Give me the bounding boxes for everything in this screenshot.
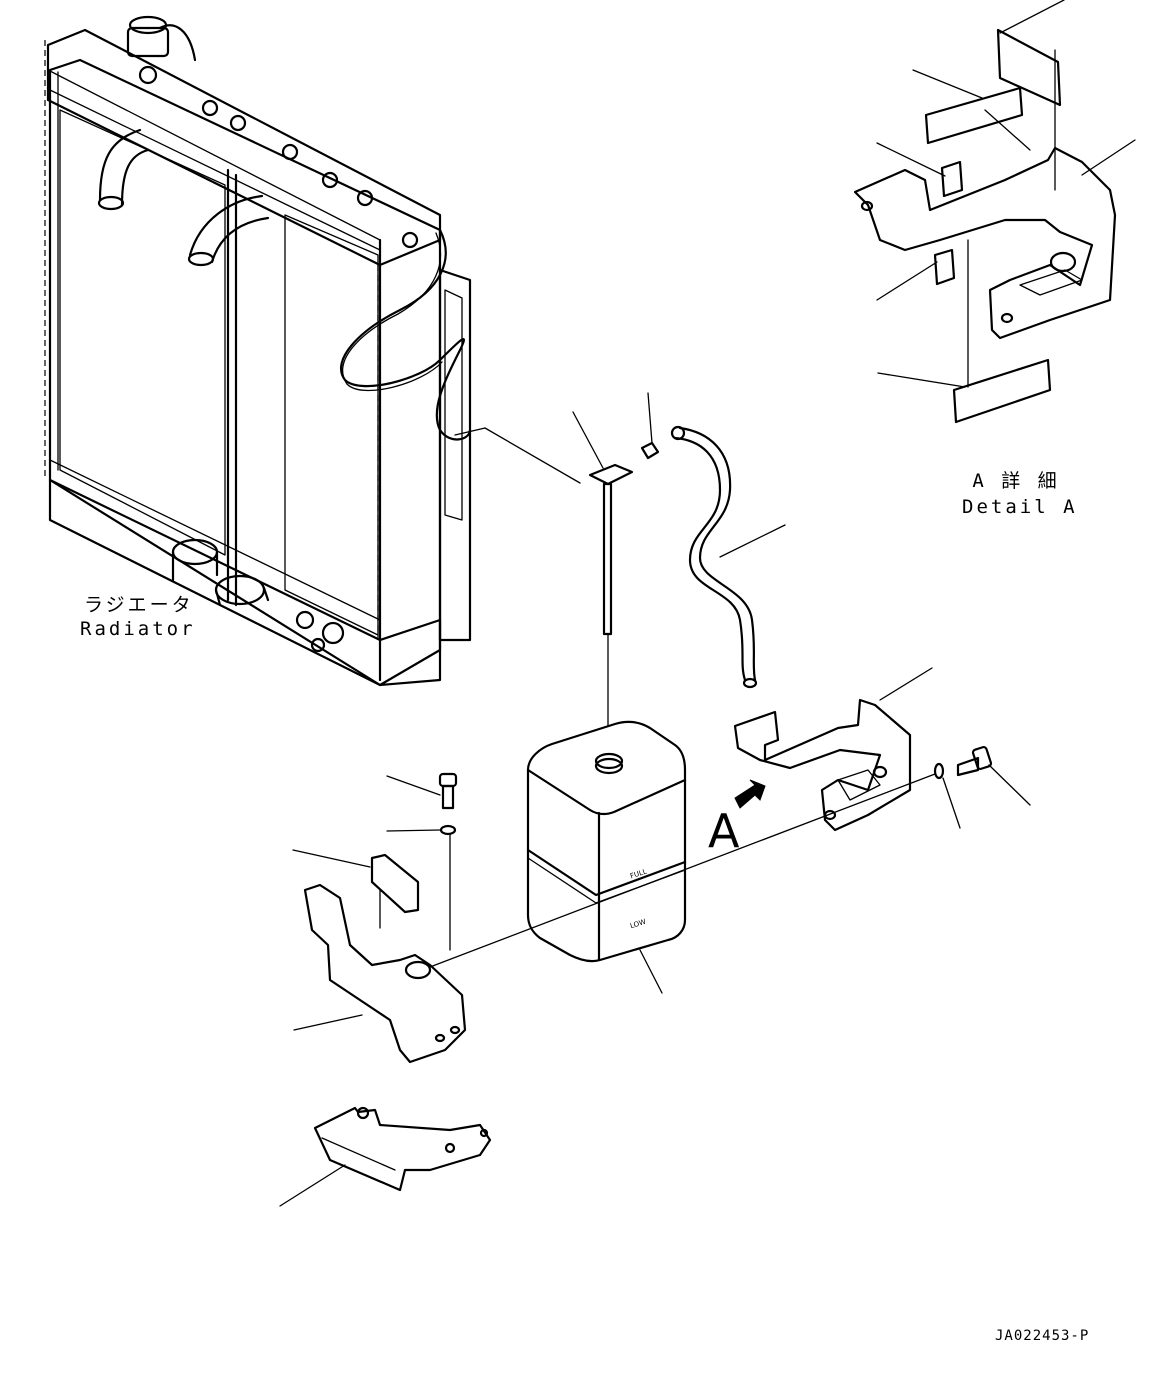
radiator-label-jp: ラジエータ — [84, 594, 194, 616]
rear-band-bracket — [733, 667, 933, 832]
detail-label-jp: A 詳 細 — [972, 470, 1060, 492]
radiator-label-en: Radiator — [80, 618, 196, 640]
hose-clamp — [640, 392, 660, 460]
detail-a-band — [853, 0, 1136, 424]
view-letter: A — [708, 804, 740, 858]
bolt — [956, 746, 1031, 806]
overflow-hose — [670, 425, 786, 689]
view-arrow — [734, 779, 766, 809]
cushion-pad — [292, 849, 420, 929]
detail-label-en: Detail A — [962, 496, 1078, 518]
dipstick — [572, 411, 634, 731]
washer — [933, 762, 961, 829]
front-bracket — [293, 883, 467, 1064]
drawing-code: JA022453-P — [995, 1328, 1090, 1344]
bolt — [386, 772, 458, 810]
radiator — [44, 15, 581, 687]
base-bracket — [279, 1106, 492, 1207]
washer — [386, 824, 457, 951]
reserve-tank — [526, 720, 687, 994]
